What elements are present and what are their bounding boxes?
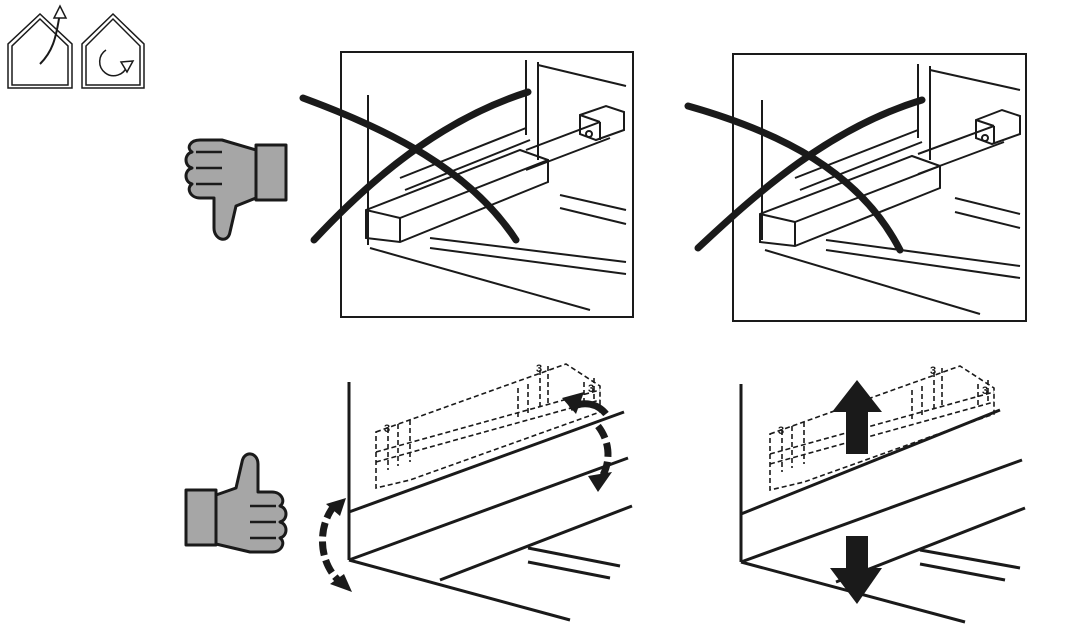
tilt-arrow-left-icon [319,498,352,592]
hook-label: 3 [384,423,390,435]
hook-label: 3 [536,363,542,375]
panel-incorrect-right [684,53,1027,322]
house-rotate-icon [81,12,145,89]
hook-label: 3 [930,365,936,377]
cross-mark-icon [299,88,532,244]
house-exit-icon [7,4,73,89]
hook-label: 3 [982,385,988,397]
hook-label: 3 [588,383,594,395]
panel-correct-right: 3 3 3 [739,365,1026,624]
panel-incorrect-left [299,51,634,318]
tilt-arrow-top-icon [562,392,612,492]
thumbs-down-icon [184,138,288,241]
dashed-hook-rail [375,363,601,490]
hook-label: 3 [778,425,784,437]
dashed-hook-rail [769,365,995,492]
cross-mark-icon [684,96,926,254]
lift-arrow-up-icon [832,380,882,454]
panel-correct-left: 3 3 3 [319,363,633,622]
thumbs-up-icon [184,452,288,554]
lift-arrow-down-icon [830,536,882,604]
